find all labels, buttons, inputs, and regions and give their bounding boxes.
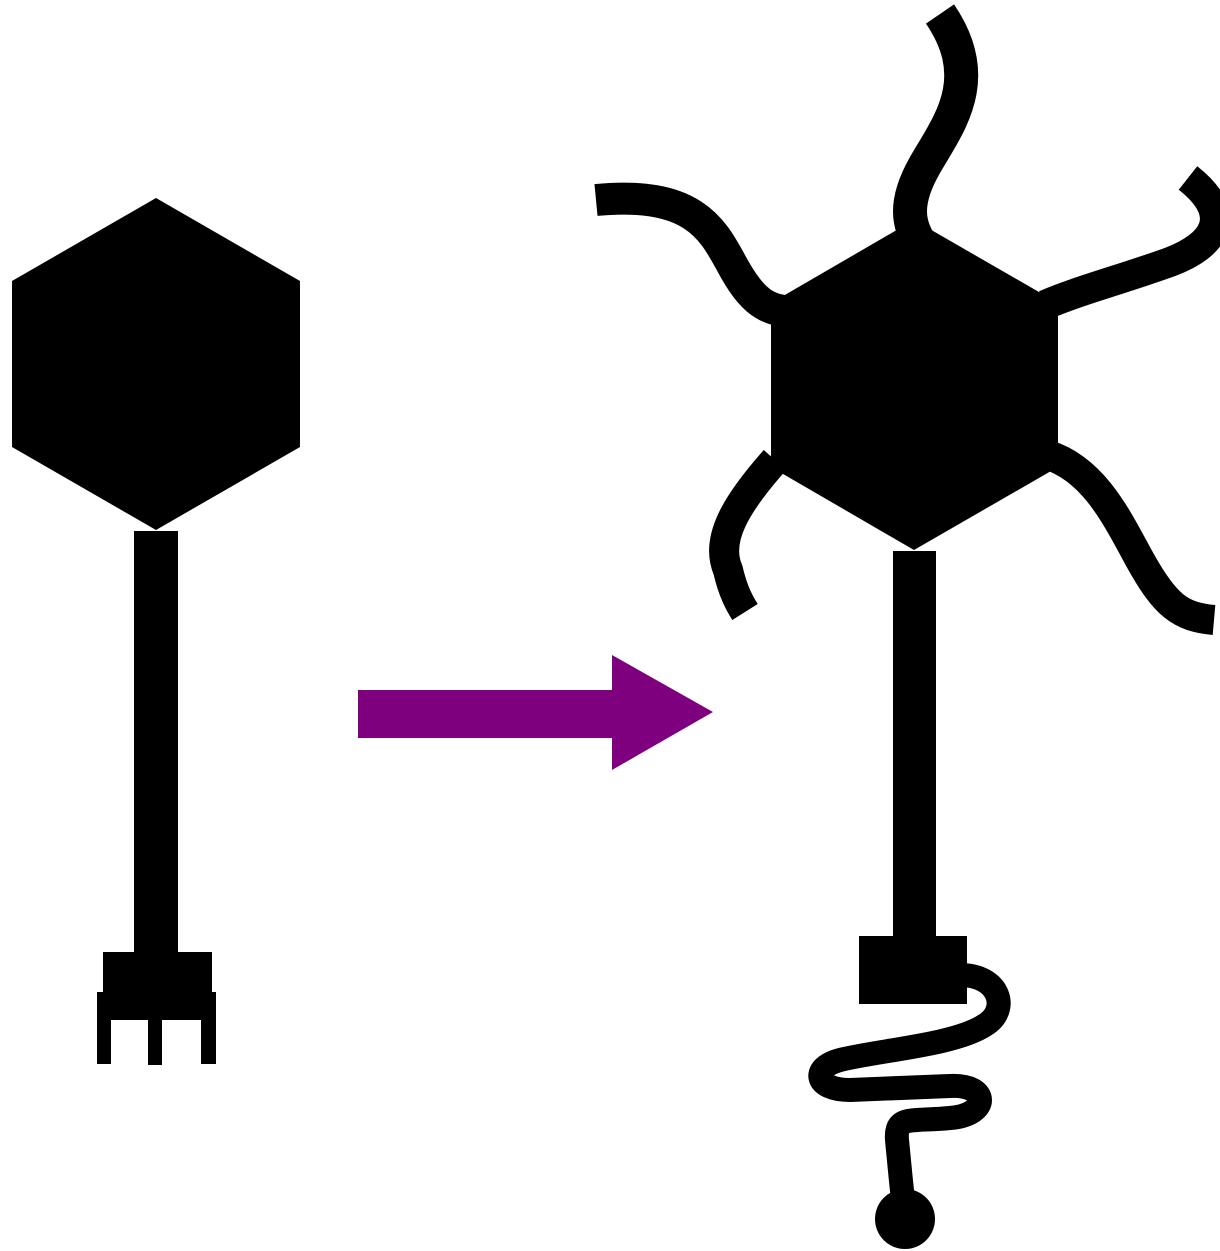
fiber-lower-left	[709, 450, 787, 620]
phage-baseplate-left	[103, 952, 212, 992]
arrow-right-icon	[358, 655, 713, 770]
phage-tail-left	[134, 531, 178, 953]
coiled-fiber-tip	[875, 1189, 935, 1249]
phage-fiber-left-2	[148, 1018, 162, 1065]
fiber-upper-left	[594, 182, 801, 328]
phage-fiber-left-3	[201, 1018, 216, 1064]
phage-fiber-left-1	[97, 1018, 111, 1064]
phage-capsid-left	[12, 198, 300, 530]
coiled-fiber	[808, 963, 1011, 1217]
fiber-top	[893, 4, 979, 261]
phage-baseplate-bar-left	[97, 992, 216, 1020]
phage-baseplate-right	[859, 936, 967, 1004]
phage-icon	[12, 198, 300, 1065]
fiber-lower-right	[1042, 440, 1216, 635]
fiber-upper-right	[1039, 166, 1220, 319]
phage-capsid-right	[771, 220, 1058, 550]
modified-phage-icon	[594, 4, 1220, 1249]
phage-tail-right	[893, 551, 936, 939]
